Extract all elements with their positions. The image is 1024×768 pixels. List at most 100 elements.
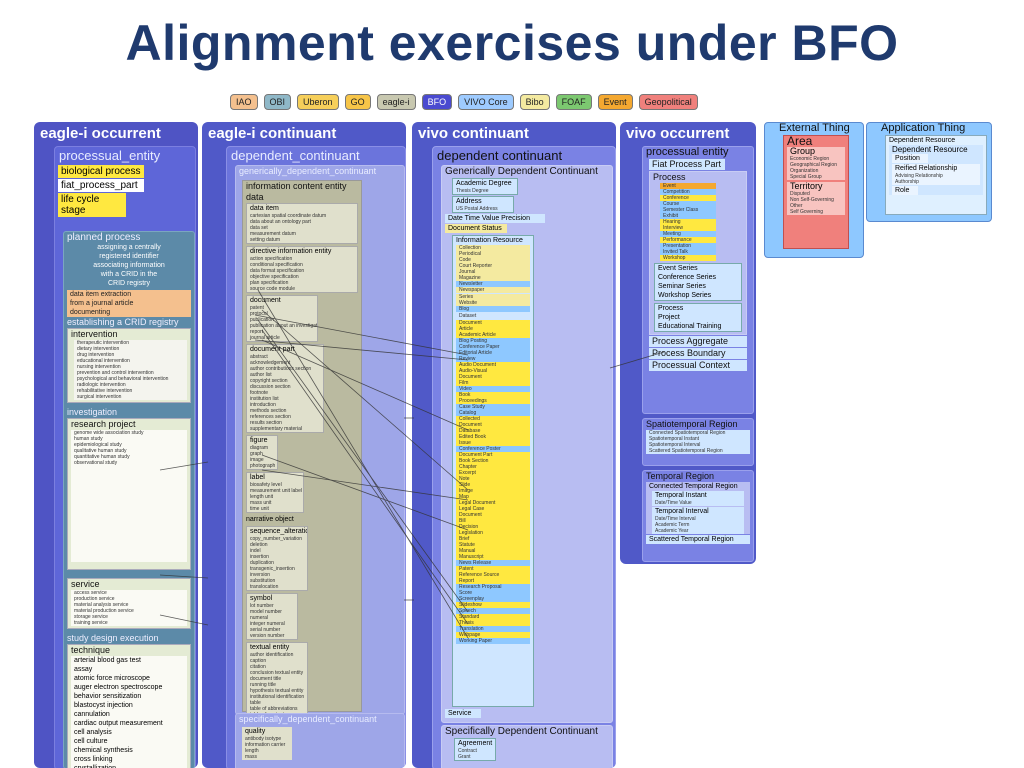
list-item: Processual Context — [649, 360, 747, 371]
legend-item: IAO — [230, 94, 258, 110]
list-item: dietary intervention — [77, 346, 120, 352]
list-item: action specification — [250, 256, 293, 262]
biological-process: biological process — [58, 165, 144, 178]
list-item: Other — [790, 203, 803, 209]
process2-label: Process — [658, 305, 684, 312]
list-item: Decision — [459, 524, 479, 530]
list-item: Organization — [790, 168, 819, 174]
list-item: patent — [250, 305, 264, 311]
list-item: running title — [250, 682, 276, 688]
document-label: document — [250, 297, 281, 304]
list-item: Research Proposal — [456, 584, 530, 590]
territory-label: Territory — [790, 182, 823, 191]
list-item: crystallization — [71, 764, 187, 768]
column-header: eagle-i continuant — [208, 125, 337, 142]
fiat-process-part: fiat_process_part — [58, 179, 144, 192]
list-item: Invited Talk — [660, 249, 716, 255]
legend-item: Geopolitical — [638, 94, 698, 110]
vivo-document-part-label: Document Part — [459, 452, 493, 458]
list-item: Spatiotemporal Interval — [646, 442, 750, 448]
list-item: Document — [459, 512, 482, 518]
vivo-sdc-box: Specifically Dependent Continuant Agreem… — [441, 725, 613, 768]
list-item: conditional specification — [250, 262, 303, 268]
legend-item: Uberon — [297, 94, 339, 110]
sdc-box: specifically_dependent_continuant qualit… — [235, 713, 405, 768]
gdc-label: generically_dependent_continuant — [239, 166, 377, 176]
list-item: data format specification — [250, 268, 305, 274]
sdc-label: specifically_dependent_continuant — [239, 714, 377, 724]
list-item: objective specification — [250, 274, 299, 280]
vivo-dependent-continuant-box: dependent continuant Generically Depende… — [432, 146, 616, 768]
list-item: Newsletter — [456, 281, 530, 287]
list-item: Manuscript — [459, 554, 484, 560]
list-item: auger electron spectroscope — [74, 684, 163, 691]
list-item: Competition — [660, 189, 716, 195]
list-item: Advising Relationship — [895, 173, 943, 179]
list-item: drug intervention — [77, 352, 115, 358]
list-item: Legislation — [459, 530, 483, 536]
document-part-label: document part — [250, 346, 295, 353]
list-item: quantitative human study — [74, 454, 130, 460]
list-item: documenting — [67, 308, 191, 317]
list-item: Disputed — [790, 191, 810, 197]
list-item: Webpage — [459, 632, 481, 638]
data-label: data — [246, 192, 264, 202]
list-item: Project — [658, 314, 680, 321]
list-item: setting datum — [250, 237, 281, 243]
list-item: Scattered Spatiotemporal Region — [646, 448, 750, 454]
list-item: Standard — [459, 614, 480, 620]
ice-box: information content entity data data ite… — [242, 180, 362, 725]
list-item: Edited Book — [459, 434, 486, 440]
column-header: eagle-i occurrent — [40, 125, 161, 142]
list-item: Working Paper — [456, 638, 530, 644]
address-box: Address US Postal Address — [452, 196, 514, 213]
temporal-instant-label: Temporal Instant — [655, 492, 707, 499]
column-header: vivo continuant — [418, 125, 529, 142]
list-item: cell culture — [74, 738, 108, 745]
process-label: Process — [653, 172, 686, 182]
list-item: behavior sensitization — [74, 693, 142, 700]
list-item: Screenplay — [456, 596, 530, 602]
vivo-service: Service — [445, 709, 481, 718]
list-item: Course — [660, 201, 716, 207]
list-item: Presentation — [660, 243, 716, 249]
list-item: access service — [74, 590, 107, 596]
processual-entity-box: processual_entity biological process fia… — [54, 146, 196, 768]
vivo-gdc-label: Generically Dependent Continuant — [445, 166, 598, 177]
list-item: journal article — [250, 335, 280, 341]
quality-label: quality — [245, 728, 266, 735]
list-item: registered identifier — [99, 253, 159, 260]
audio-visual-label: Audio-Visual — [459, 368, 487, 374]
legend-item: Event — [597, 94, 633, 110]
list-item: Date/Time Interval — [655, 516, 696, 522]
sequence-alteration-label: sequence_alteration — [250, 528, 307, 535]
list-item: Reference Source — [459, 572, 500, 578]
vivo-gdc-box: Generically Dependent Continuant Academi… — [441, 165, 613, 723]
list-item: Grant — [458, 754, 471, 760]
case-study: Case Study — [456, 404, 530, 410]
page-title: Alignment exercises under BFO — [125, 15, 899, 71]
list-item: qualitative human study — [74, 448, 127, 454]
connected-temporal-region-box: Connected Temporal Region Temporal Insta… — [646, 482, 750, 534]
legend-item: FOAF — [555, 94, 592, 110]
list-item: Academic Term — [655, 522, 690, 528]
list-item: data set — [250, 225, 268, 231]
service-label: service — [71, 579, 100, 589]
list-item: material production service — [74, 608, 134, 614]
label-label: label — [250, 474, 265, 481]
narrative-object: narrative object — [246, 516, 294, 523]
list-item: supplementary material — [250, 426, 302, 432]
list-item: Academic Year — [655, 528, 689, 534]
